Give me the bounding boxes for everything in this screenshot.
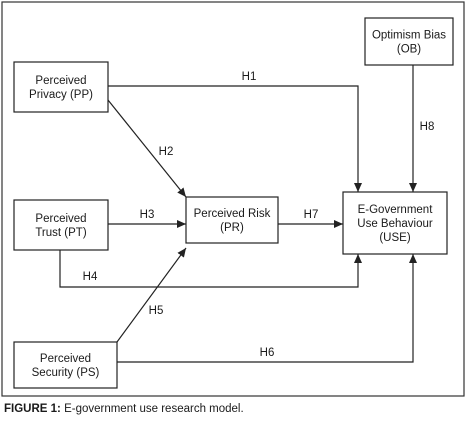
edge-pp-to-pr xyxy=(107,99,187,198)
edge-ps-to-pr xyxy=(116,247,187,343)
node-label-use-line-2: Use Behaviour xyxy=(357,218,433,230)
diagram-frame xyxy=(1,1,465,397)
node-box-use xyxy=(342,191,448,255)
node-pr: Perceived Risk (PR) xyxy=(185,196,279,244)
edge-label-h8: H8 xyxy=(420,121,435,133)
edge-label-h1: H1 xyxy=(242,71,257,83)
edge-label-h3: H3 xyxy=(140,209,155,221)
node-box-ob xyxy=(364,17,454,66)
node-box-pr xyxy=(185,196,279,244)
node-label-pr-line-2: (PR) xyxy=(220,222,244,234)
node-label-pp-line-1: Perceived xyxy=(35,75,86,87)
edge-pt-to-use xyxy=(59,250,362,288)
node-label-ps-line-1: Perceived xyxy=(40,353,91,365)
edge-ps-to-use xyxy=(117,254,417,363)
node-box-pt xyxy=(13,199,109,251)
node-label-use-line-3: (USE) xyxy=(379,232,410,244)
node-label-use-line-1: E-Government xyxy=(358,204,434,216)
node-label-ps-line-2: Security (PS) xyxy=(32,367,100,379)
caption-text: E-government use research model. xyxy=(60,403,244,415)
edge-label-h2: H2 xyxy=(159,146,174,158)
edge-pp-to-use xyxy=(108,85,362,192)
node-box-pp xyxy=(13,61,109,113)
node-box-ps xyxy=(13,341,118,389)
node-label-ob-line-2: (OB) xyxy=(397,44,421,56)
caption-label: FIGURE 1: xyxy=(4,403,61,415)
node-label-ob-line-1: Optimism Bias xyxy=(372,30,446,42)
node-label-pt-line-2: Trust (PT) xyxy=(35,227,86,239)
edge-label-h7: H7 xyxy=(304,209,319,221)
node-label-pt-line-1: Perceived xyxy=(35,213,86,225)
edge-label-h6: H6 xyxy=(260,347,275,359)
node-label-pr-line-1: Perceived Risk xyxy=(194,208,271,220)
node-ob: Optimism Bias (OB) xyxy=(364,17,454,66)
edge-label-h4: H4 xyxy=(83,271,98,283)
node-label-pp-line-2: Privacy (PP) xyxy=(29,89,93,101)
edge-label-h5: H5 xyxy=(149,305,164,317)
figure-caption: FIGURE 1: E-government use research mode… xyxy=(4,403,244,415)
